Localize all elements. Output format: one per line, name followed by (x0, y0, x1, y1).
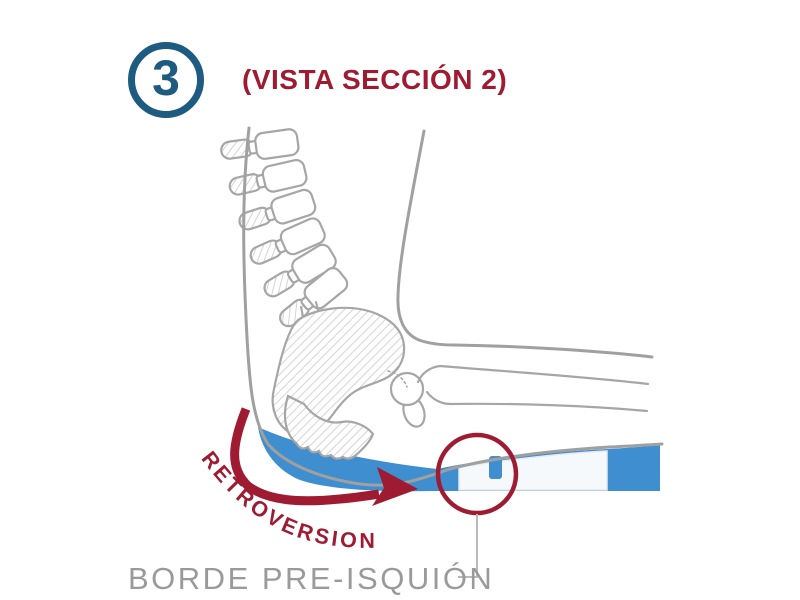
callout-label: BORDE PRE-ISQUIÓN (128, 561, 494, 596)
ischium (283, 394, 375, 460)
step-number: 3 (152, 50, 180, 106)
step-badge: 3 (128, 42, 204, 118)
cushion-notch (489, 456, 502, 479)
femur-shaft-top (438, 364, 650, 386)
callout-circle (435, 432, 519, 516)
femoral-head (389, 371, 425, 407)
skeleton (220, 128, 650, 460)
femur-shaft-bottom (448, 402, 649, 413)
diagram-header: 3 (VISTA SECCIÓN 2) (128, 42, 507, 118)
back-buttock-seat-line (242, 126, 664, 487)
abdomen-thigh-line (396, 129, 654, 359)
foam-insert (458, 450, 608, 491)
section-title: (VISTA SECCIÓN 2) (242, 64, 508, 95)
body-outline (242, 126, 664, 487)
femur (387, 364, 650, 428)
lumbar-spine (220, 128, 349, 328)
ilium (271, 306, 406, 437)
acetabulum-line (387, 370, 408, 388)
retroversion-arc (230, 407, 380, 506)
retroversion-arrowhead (372, 467, 418, 506)
cushion-cross-section (258, 427, 660, 492)
callout-connector-line (458, 514, 478, 578)
